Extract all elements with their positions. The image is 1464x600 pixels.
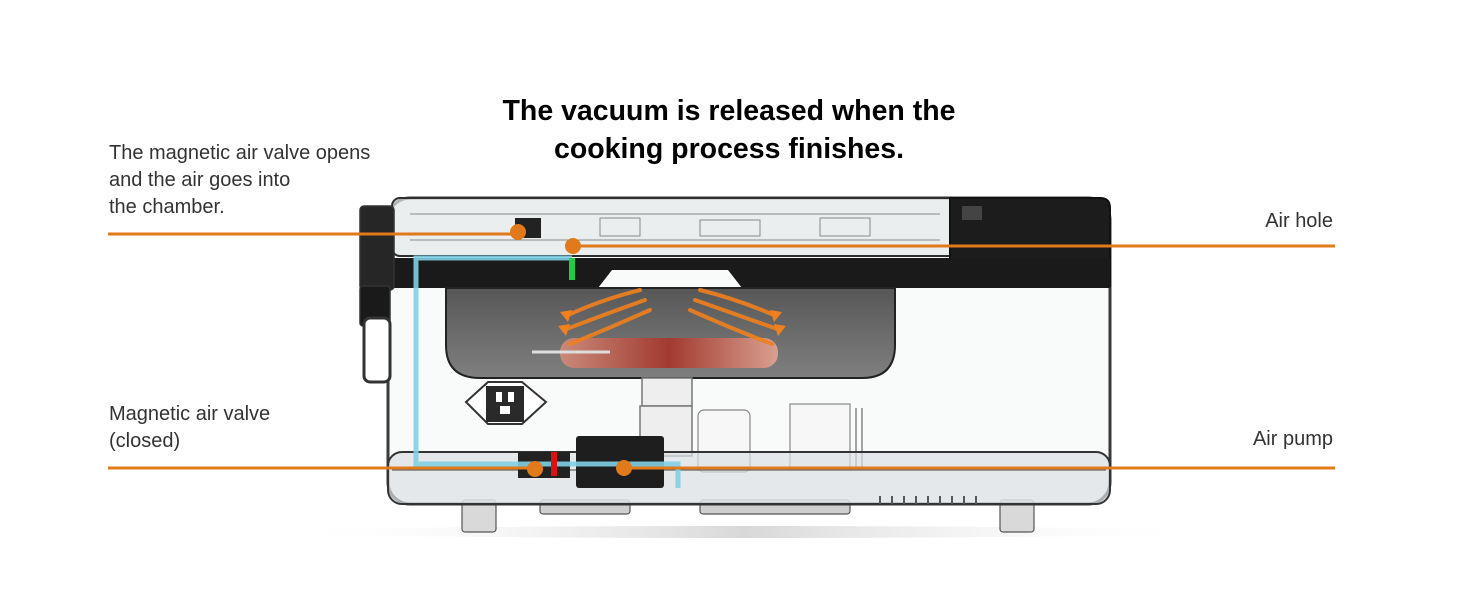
lid-internal-details [410, 213, 940, 241]
inner-basin [445, 287, 896, 379]
callout-air-pump-text: Air pump [1252, 428, 1333, 450]
callout-air-hole-text: Air hole [1265, 210, 1333, 232]
base-vents [879, 496, 977, 504]
callout-valve-closed-line-2: (closed) [109, 430, 181, 452]
callout-valve-opens-label: The magnetic air valve opens and the air… [109, 140, 370, 221]
airflow-arrows [562, 288, 782, 346]
callout-dot-valve-closed [527, 461, 543, 477]
base-tray [387, 451, 1111, 505]
diagram-title: The vacuum is released when the cooking … [429, 92, 1029, 168]
callout-lines [108, 232, 1335, 470]
airflow-arrowheads [558, 310, 786, 336]
callout-air-pump-label: Air pump [1253, 426, 1333, 453]
title-line-1: The vacuum is released when the [502, 95, 956, 127]
callout-valve-closed-label: Magnetic air valve (closed) [109, 401, 270, 455]
meat-illustration [560, 338, 778, 368]
title-line-2: cooking process finishes. [553, 133, 904, 165]
callout-valve-opens-line-1: The magnetic air valve opens [109, 142, 371, 164]
callout-valve-opens-line-3: the chamber. [109, 196, 225, 218]
callout-dot-air-pump [616, 460, 632, 476]
callout-valve-closed-line-1: Magnetic air valve [109, 403, 271, 425]
callout-air-hole-label: Air hole [1265, 208, 1333, 235]
lid-band [360, 258, 1110, 288]
callout-dot-air-hole [565, 238, 581, 254]
control-module-button [962, 206, 982, 220]
power-socket [464, 381, 548, 425]
left-latch [359, 205, 395, 384]
callout-valve-opens-line-2: and the air goes into [109, 169, 291, 191]
floor-shadow [275, 526, 1215, 538]
callout-dot-valve-opens [510, 224, 526, 240]
callout-dots [510, 224, 632, 477]
valve-open-indicator [569, 258, 575, 280]
valve-closed-indicator [551, 452, 557, 476]
air-path-tube [413, 255, 681, 488]
